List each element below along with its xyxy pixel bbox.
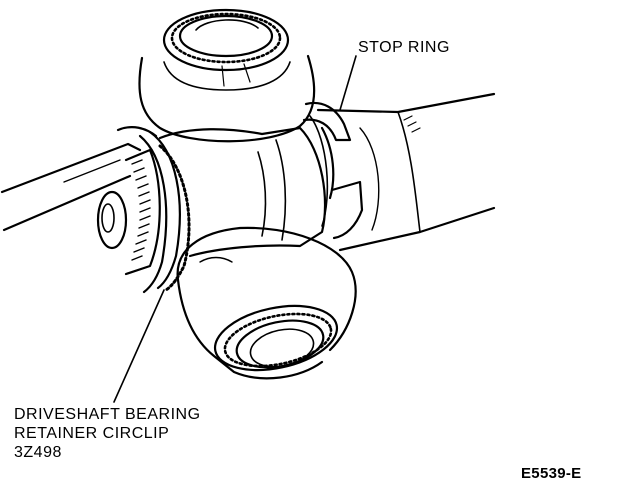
figure-id: E5539-E bbox=[521, 465, 582, 482]
stop-ring-label: STOP RING bbox=[358, 39, 450, 56]
circlip-part-number: 3Z498 bbox=[14, 444, 62, 461]
stop-ring bbox=[302, 101, 364, 240]
bearing-race-left bbox=[96, 130, 181, 294]
leader-circlip bbox=[113, 289, 165, 403]
circlip-label: DRIVESHAFT BEARING RETAINER CIRCLIP 3Z49… bbox=[14, 405, 201, 462]
top-roller bbox=[138, 8, 316, 143]
circlip-label-line-1: DRIVESHAFT BEARING bbox=[14, 406, 201, 423]
bottom-roller bbox=[176, 226, 357, 380]
pry-tool bbox=[0, 142, 142, 232]
retainer-circlip bbox=[116, 126, 191, 292]
leader-stop-ring bbox=[339, 55, 357, 111]
driveshaft-tube bbox=[316, 92, 496, 252]
circlip-label-line-2: RETAINER CIRCLIP bbox=[14, 425, 170, 442]
